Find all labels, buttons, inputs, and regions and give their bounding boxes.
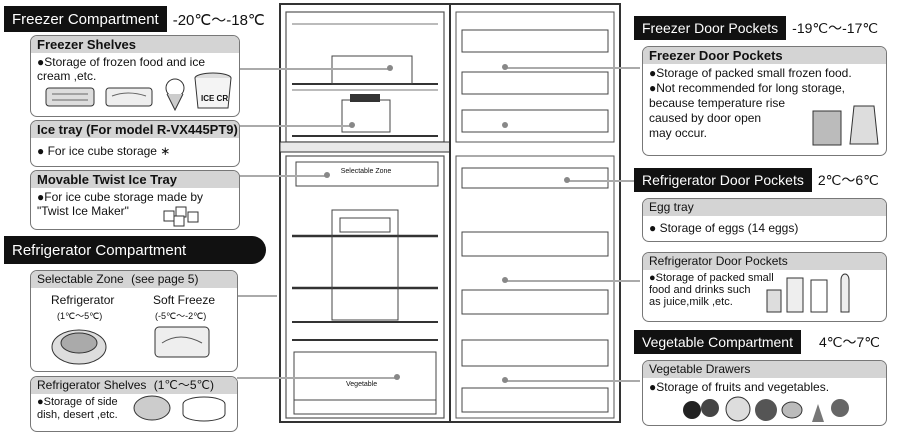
pointer-dot [564, 177, 570, 183]
pointer-dot [324, 172, 330, 178]
dessert-container-icon [180, 394, 228, 424]
refrigerator-door-pockets-header-title: Refrigerator Door Pockets [634, 168, 812, 192]
refrigerator-compartment-title: Refrigerator Compartment [4, 236, 266, 264]
meat-plate-icon [50, 323, 108, 367]
refrigerator-compartment-header: Refrigerator Compartment [4, 236, 266, 264]
twist-ice-tray-title: Movable Twist Ice Tray [31, 171, 239, 188]
pointer-dot [349, 122, 355, 128]
vegetable-plate: Vegetable [346, 381, 377, 388]
drinks-bottles-icon [765, 266, 877, 316]
selectable-zone-plate: Selectable Zone [316, 168, 416, 175]
freezer-door-pockets-temp: -19℃～-17℃ [786, 18, 878, 38]
pointer-dot [502, 64, 508, 70]
freezer-compartment-header: Freezer Compartment -20℃～-18℃ [4, 6, 265, 32]
refrigerator-door-pockets-header: Refrigerator Door Pockets 2℃～6℃ [634, 168, 879, 192]
ice-cream-cone-icon [160, 78, 190, 112]
pointer-dot [387, 65, 393, 71]
zone-refrigerator-label: Refrigerator [51, 293, 114, 307]
leader-line [237, 377, 397, 379]
leader-line [567, 180, 637, 182]
ice-cup-label: ICE CR [201, 94, 228, 103]
fish-pack-icon [152, 323, 212, 361]
refrigerator-shelves-temp: (1℃～5℃) [154, 378, 214, 392]
ice-tray-box: Ice tray (For model R-VX445PT9) ● For ic… [30, 120, 240, 167]
selectable-zone-see-page: (see page 5) [131, 272, 198, 286]
ice-tray-title: Ice tray (For model R-VX445PT9) [31, 121, 239, 138]
freezer-compartment-temp: -20℃～-18℃ [167, 9, 265, 30]
frozen-food-tray-icon [44, 84, 96, 110]
refrigerator-shelves-title: Refrigerator Shelves [37, 378, 146, 392]
selectable-zone-title: Selectable Zone [37, 272, 124, 286]
frozen-bag-icon [846, 100, 882, 148]
vegetable-compartment-header: Vegetable Compartment 4℃～7℃ [634, 330, 880, 354]
leader-line [505, 280, 640, 282]
vegetables-icon [680, 394, 870, 424]
refrigerator-door-pockets-temp: 2℃～6℃ [812, 170, 879, 190]
freezer-shelves-title: Freezer Shelves [31, 36, 239, 53]
zone-soft-freeze-temp: (-5℃～-2℃) [155, 309, 206, 322]
freezer-door-pockets-header-title: Freezer Door Pockets [634, 16, 786, 40]
zone-refrigerator-temp: (1℃～5℃) [57, 309, 102, 322]
twist-ice-tray-box: Movable Twist Ice Tray ●For ice cube sto… [30, 170, 240, 230]
freezer-door-pockets-header: Freezer Door Pockets -19℃～-17℃ [634, 16, 878, 40]
egg-tray-box: Egg tray ● Storage of eggs (14 eggs) [642, 198, 887, 242]
leader-line [237, 175, 327, 177]
pointer-dot [394, 374, 400, 380]
side-dish-bowl-icon [132, 394, 172, 424]
vegetable-compartment-title: Vegetable Compartment [634, 330, 801, 354]
ice-cubes-icon [162, 203, 202, 227]
leader-line [237, 125, 267, 127]
egg-tray-title: Egg tray [643, 199, 886, 216]
ice-tray-desc: ● For ice cube storage ∗ [31, 138, 239, 160]
freezer-door-pockets-title: Freezer Door Pockets [643, 47, 886, 64]
vegetable-drawers-title: Vegetable Drawers [643, 361, 886, 378]
frozen-pack-icon [810, 108, 844, 148]
vegetable-compartment-temp: 4℃～7℃ [801, 332, 880, 352]
pointer-dot [502, 377, 508, 383]
leader-line [505, 67, 640, 69]
egg-tray-desc: ● Storage of eggs (14 eggs) [643, 216, 886, 237]
refrigerator-illustration [270, 0, 630, 434]
ice-cream-cup-icon [192, 72, 234, 112]
zone-soft-freeze-label: Soft Freeze [153, 293, 215, 307]
leader-line [237, 295, 277, 297]
pointer-dot [502, 277, 508, 283]
leader-line [240, 68, 390, 70]
leader-line [267, 125, 352, 127]
freezer-compartment-title: Freezer Compartment [4, 6, 167, 32]
frozen-food-pack-icon [104, 84, 154, 110]
twist-ice-tray-desc: ●For ice cube storage made by "Twist Ice… [31, 188, 239, 220]
leader-line [505, 380, 640, 382]
pointer-dot [502, 122, 508, 128]
